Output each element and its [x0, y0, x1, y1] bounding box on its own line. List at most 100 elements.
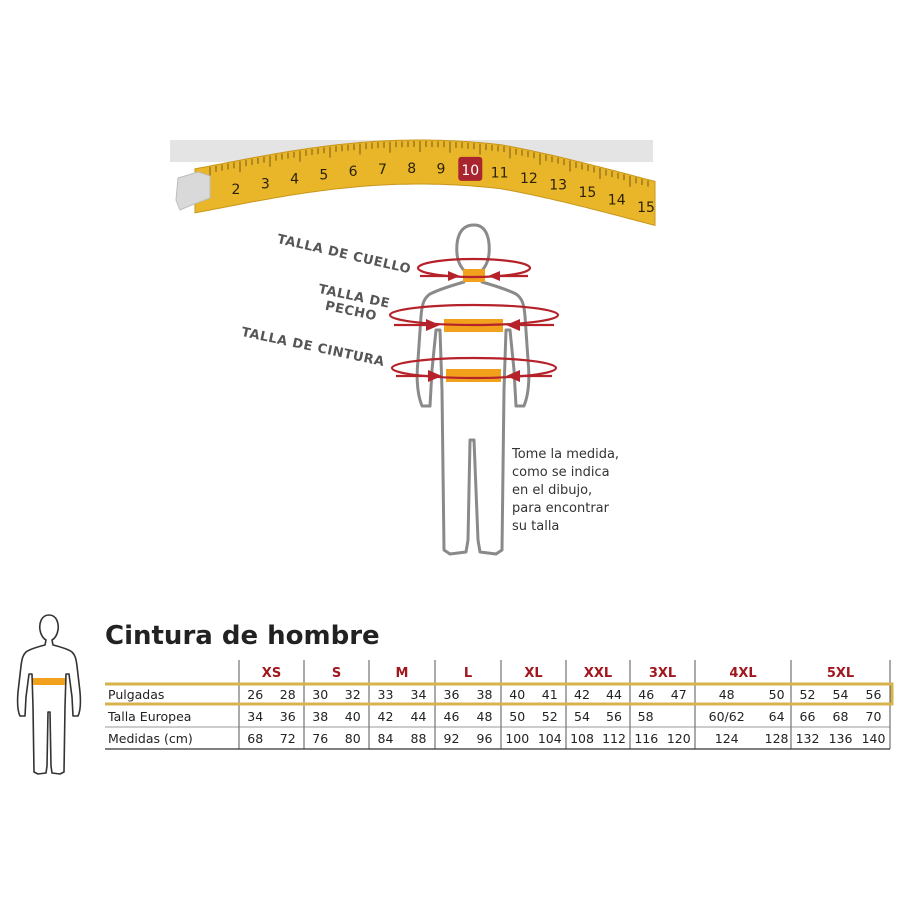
arrow-left-icon [506, 319, 520, 331]
table-cell: 108 [570, 731, 594, 746]
size-header: L [464, 666, 472, 681]
table-cell: 42 [378, 709, 394, 724]
table-cell: 70 [866, 709, 882, 724]
table-cell: 38 [312, 709, 328, 724]
table-cell: 52 [800, 687, 816, 702]
table-cell: 112 [602, 731, 626, 746]
table-cell: 66 [800, 709, 816, 724]
table-cell: 96 [477, 731, 493, 746]
table-cell: 38 [477, 687, 493, 702]
size-header: XXL [584, 666, 612, 681]
svg-text:10: 10 [461, 163, 479, 179]
table-cell: 40 [509, 687, 525, 702]
table-cell: 100 [505, 731, 529, 746]
table-cell: 30 [312, 687, 328, 702]
table-cell: 34 [247, 709, 263, 724]
table-cell: 28 [280, 687, 296, 702]
size-header: XS [262, 666, 281, 681]
table-cell: 33 [378, 687, 394, 702]
table-cell: 50 [509, 709, 525, 724]
table-cell: 32 [345, 687, 361, 702]
table-cell: 68 [247, 731, 263, 746]
table-cell: 140 [862, 731, 886, 746]
svg-text:5: 5 [319, 167, 328, 183]
table-cell: 26 [247, 687, 263, 702]
table-grid [105, 660, 894, 750]
svg-text:11: 11 [491, 166, 509, 182]
instruction-text: Tome la medida, como se indica en el dib… [512, 447, 620, 534]
tape-number: 12 [520, 171, 538, 187]
arrow-right-icon [428, 370, 442, 382]
waist-arrow-ring [390, 356, 558, 380]
table-cell: 44 [411, 709, 427, 724]
body-figure [388, 223, 560, 556]
chest-arrow-ring [388, 303, 560, 327]
tape-number: 15 [637, 200, 655, 216]
svg-text:15: 15 [637, 200, 655, 216]
svg-text:4: 4 [290, 172, 299, 188]
svg-text:6: 6 [349, 164, 358, 180]
svg-text:14: 14 [608, 192, 626, 208]
table-cell: 40 [345, 709, 361, 724]
table-cell: 44 [606, 687, 622, 702]
tape-number: 4 [290, 172, 299, 188]
svg-text:7: 7 [378, 162, 387, 178]
waist-band [446, 369, 501, 382]
table-cell: 48 [719, 687, 735, 702]
arrow-left-icon [506, 370, 520, 382]
table-cell: 54 [833, 687, 849, 702]
tape-number: 3 [261, 177, 270, 193]
waist-figure-icon [16, 614, 82, 775]
table-cell: 41 [542, 687, 558, 702]
table-cell: 72 [280, 731, 296, 746]
arrow-heads [426, 271, 520, 382]
table-cell: 132 [796, 731, 820, 746]
tape-number: 14 [608, 192, 626, 208]
svg-text:8: 8 [407, 161, 416, 177]
tape-number: 9 [437, 161, 446, 177]
table-cell: 88 [411, 731, 427, 746]
table-cell: 56 [866, 687, 882, 702]
table-cell: 47 [671, 687, 687, 702]
size-header: M [396, 666, 409, 681]
table-cell: 120 [667, 731, 691, 746]
table-cell: 48 [477, 709, 493, 724]
svg-text:9: 9 [437, 161, 446, 177]
svg-text:3: 3 [261, 177, 270, 193]
measuring-tape: 2 3 4 5 6 7 8 9 10 11 12 13 15 14 15 [175, 139, 656, 227]
row-label: Talla Europea [107, 709, 191, 724]
table-title: Cintura de hombre [105, 621, 380, 651]
table-cell: 68 [833, 709, 849, 724]
table-cell: 36 [444, 687, 460, 702]
table-cell: 124 [715, 731, 739, 746]
table-cell: 60/62 [709, 709, 745, 724]
arrow-left-icon [488, 271, 500, 281]
size-header: 4XL [729, 666, 756, 681]
tape-number: 2 [232, 182, 241, 198]
table-cell: 52 [542, 709, 558, 724]
tape-number: 13 [549, 178, 567, 194]
neck-arrow-ring [416, 257, 532, 279]
size-header: XL [524, 666, 542, 681]
svg-text:2: 2 [232, 182, 241, 198]
svg-text:15: 15 [579, 185, 597, 201]
waist-band [33, 678, 65, 685]
table-cell: 50 [769, 687, 785, 702]
table-cell: 64 [769, 709, 785, 724]
row-label: Medidas (cm) [108, 731, 193, 746]
tape-number: 10 [458, 156, 483, 181]
tape-number: 11 [491, 166, 509, 182]
table-cell: 36 [280, 709, 296, 724]
table-cell: 56 [606, 709, 622, 724]
tape-number: 6 [349, 164, 358, 180]
table-cell: 42 [574, 687, 590, 702]
table-cell: 80 [345, 731, 361, 746]
table-cell: 76 [312, 731, 328, 746]
table-cell: 34 [411, 687, 427, 702]
table-cell: 104 [538, 731, 562, 746]
tape-number: 5 [319, 167, 328, 183]
svg-text:13: 13 [549, 178, 567, 194]
arrow-right-icon [448, 271, 460, 281]
